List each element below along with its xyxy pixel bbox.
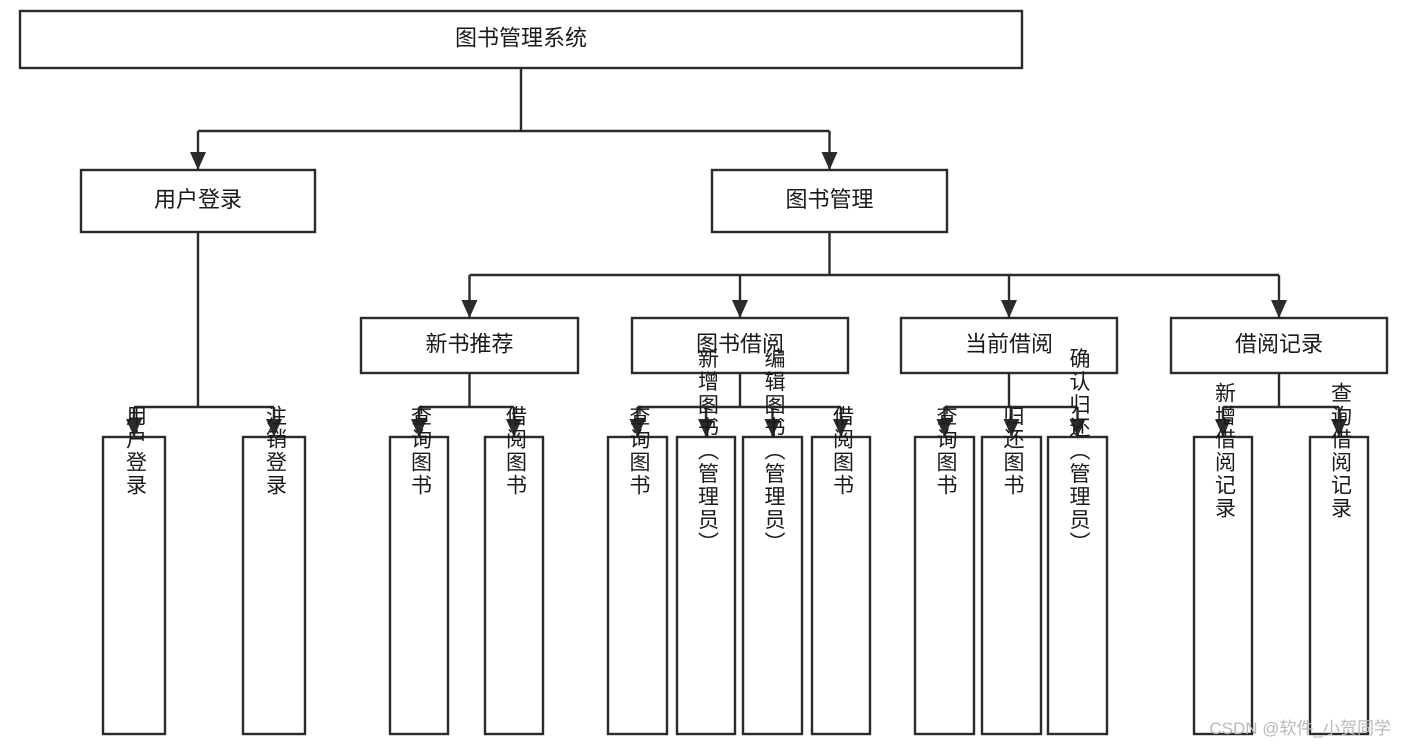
node-label-leaf-query-book-borrow: 查询图书 — [627, 405, 651, 497]
node-box-leaf-query-book-recommend — [388, 435, 450, 736]
arrow-head-icon — [1001, 300, 1017, 318]
node-leaf-user-login[interactable]: 用户登录 — [101, 405, 167, 736]
node-leaf-borrow-book-recommend[interactable]: 借阅图书 — [483, 405, 545, 736]
arrow-head-icon — [1271, 300, 1287, 318]
node-leaf-user-logout[interactable]: 注销登录 — [241, 405, 307, 736]
arrow-head-icon — [1003, 419, 1020, 437]
arrow-head-icon — [1215, 419, 1231, 437]
arrow-head-icon — [936, 419, 953, 437]
arrow-head-icon — [266, 419, 282, 437]
node-leaf-query-book-borrow[interactable]: 查询图书 — [606, 405, 669, 736]
arrow-head-icon — [190, 152, 206, 170]
node-box-book-borrow — [630, 316, 850, 375]
arrow-head-icon — [461, 300, 478, 318]
node-box-leaf-query-borrow-record — [1308, 435, 1370, 736]
connector-layer — [126, 68, 1347, 437]
node-label-root: 图书管理系统 — [455, 25, 587, 50]
node-leaf-borrow-book[interactable]: 借阅图书 — [810, 405, 872, 736]
node-box-leaf-confirm-return-admin — [1046, 435, 1109, 736]
arrow-head-icon — [1069, 419, 1086, 437]
node-box-leaf-add-borrow-record — [1192, 435, 1254, 736]
node-new-book-recommend[interactable]: 新书推荐 — [359, 316, 580, 375]
node-label-user-login: 用户登录 — [154, 187, 242, 212]
node-box-user-login — [79, 168, 317, 234]
arrow-head-icon — [629, 419, 646, 437]
node-box-root — [18, 9, 1024, 70]
node-label-new-book-recommend: 新书推荐 — [425, 331, 513, 356]
node-label-leaf-query-book-current: 查询图书 — [934, 405, 958, 497]
node-label-borrow-record: 借阅记录 — [1235, 331, 1323, 356]
node-label-leaf-add-borrow-record: 新增借阅记录 — [1212, 382, 1236, 520]
node-label-leaf-user-login: 用户登录 — [123, 405, 147, 497]
node-label-leaf-user-logout: 注销登录 — [263, 405, 287, 497]
node-leaf-add-borrow-record[interactable]: 新增借阅记录 — [1192, 382, 1254, 736]
node-label-leaf-return-book: 归还图书 — [1001, 405, 1025, 497]
node-label-leaf-borrow-book-recommend: 借阅图书 — [503, 405, 527, 497]
node-label-leaf-borrow-book: 借阅图书 — [830, 405, 854, 497]
node-box-leaf-query-book-current — [913, 435, 976, 736]
node-box-leaf-borrow-book — [810, 435, 872, 736]
node-book-borrow[interactable]: 图书借阅 — [630, 316, 850, 375]
node-box-leaf-add-book-admin — [675, 435, 737, 736]
arrow-head-icon — [732, 300, 748, 318]
arrow-head-icon — [764, 419, 781, 437]
node-box-new-book-recommend — [359, 316, 580, 375]
node-label-leaf-edit-book-admin: 编辑图书（管理员） — [762, 348, 786, 555]
arrow-head-icon — [506, 419, 522, 437]
node-box-leaf-user-login — [101, 435, 167, 736]
node-label-leaf-query-borrow-record: 查询借阅记录 — [1328, 382, 1352, 520]
arrow-head-icon — [411, 419, 427, 437]
node-leaf-edit-book-admin[interactable]: 编辑图书（管理员） — [741, 348, 804, 736]
node-root[interactable]: 图书管理系统 — [18, 9, 1024, 70]
arrow-head-icon — [833, 419, 849, 437]
node-leaf-add-book-admin[interactable]: 新增图书（管理员） — [675, 348, 737, 736]
node-book-management[interactable]: 图书管理 — [710, 168, 949, 234]
node-box-leaf-edit-book-admin — [741, 435, 804, 736]
node-box-current-borrow — [899, 316, 1119, 375]
node-leaf-return-book[interactable]: 归还图书 — [980, 405, 1043, 736]
arrow-head-icon — [821, 152, 838, 170]
node-leaf-query-book-current[interactable]: 查询图书 — [913, 405, 976, 736]
node-leaf-query-book-recommend[interactable]: 查询图书 — [388, 405, 450, 736]
node-leaf-query-borrow-record[interactable]: 查询借阅记录 — [1308, 382, 1370, 736]
node-layer: 图书管理系统用户登录图书管理新书推荐图书借阅当前借阅借阅记录用户登录注销登录查询… — [18, 9, 1389, 736]
node-label-book-borrow: 图书借阅 — [696, 331, 784, 356]
node-label-book-management: 图书管理 — [785, 187, 873, 212]
node-box-borrow-record — [1169, 316, 1389, 375]
node-box-leaf-query-book-borrow — [606, 435, 669, 736]
node-box-leaf-user-logout — [241, 435, 307, 736]
node-box-book-management — [710, 168, 949, 234]
node-leaf-confirm-return-admin[interactable]: 确认归还（管理员） — [1046, 348, 1109, 736]
node-label-current-borrow: 当前借阅 — [965, 331, 1053, 356]
node-box-leaf-borrow-book-recommend — [483, 435, 545, 736]
arrow-head-icon — [1331, 419, 1347, 437]
node-borrow-record[interactable]: 借阅记录 — [1169, 316, 1389, 375]
arrow-head-icon — [698, 419, 714, 437]
node-label-leaf-query-book-recommend: 查询图书 — [408, 405, 432, 497]
node-label-leaf-confirm-return-admin: 确认归还（管理员） — [1067, 348, 1091, 555]
node-box-leaf-return-book — [980, 435, 1043, 736]
arrow-head-icon — [126, 419, 142, 437]
node-label-leaf-add-book-admin: 新增图书（管理员） — [695, 348, 719, 555]
node-user-login[interactable]: 用户登录 — [79, 168, 317, 234]
node-current-borrow[interactable]: 当前借阅 — [899, 316, 1119, 375]
